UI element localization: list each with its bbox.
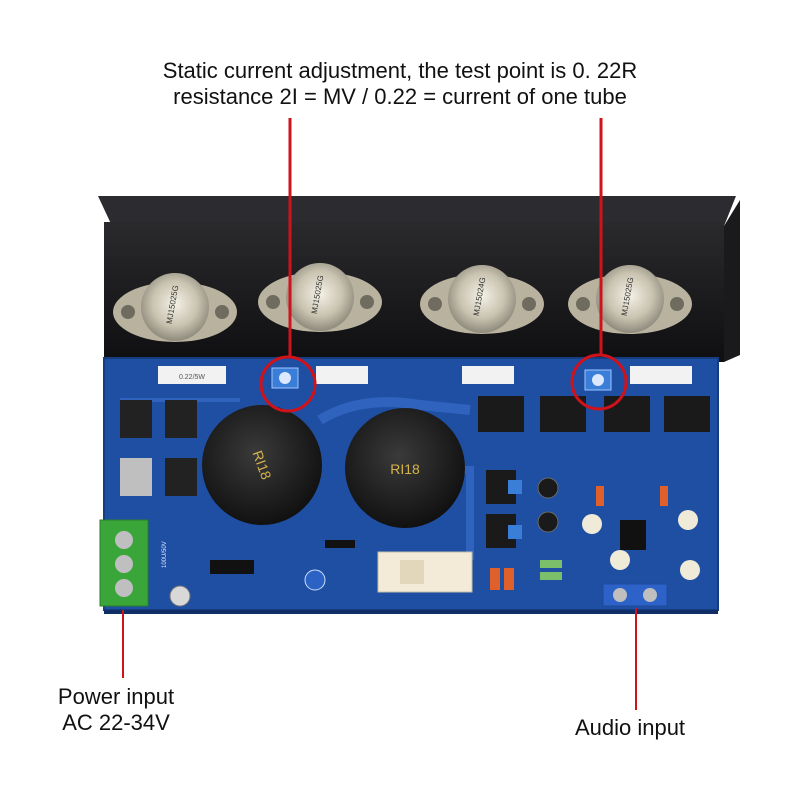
audio-terminal-block — [602, 583, 668, 607]
trimmer-potentiometer — [271, 367, 299, 389]
power-input-line1: Power input — [57, 684, 175, 709]
power-transistor: MJ15025G — [113, 273, 237, 342]
capacitor-marking: RI18 — [390, 461, 420, 477]
callout-static-current — [259, 118, 628, 413]
power-input-line2: AC 22-34V — [62, 710, 170, 735]
static-current-annotation: Static current adjustment, the test poin… — [0, 58, 800, 110]
static-current-line2: resistance 2I = MV / 0.22 = current of o… — [173, 84, 627, 109]
static-current-line1: Static current adjustment, the test poin… — [162, 58, 638, 83]
power-terminal-block — [99, 519, 149, 607]
power-transistor: MJ15024G — [420, 265, 544, 334]
protection-relay — [377, 551, 473, 593]
emitter-resistor: 0.22/5W — [158, 366, 226, 384]
small-components: 100U/50V — [162, 477, 700, 607]
power-transistor: MJ15025G — [568, 265, 692, 334]
emitter-resistor — [462, 366, 514, 384]
emitter-resistor — [630, 366, 692, 384]
power-input-annotation: Power input AC 22-34V — [18, 684, 214, 736]
filter-capacitor: RI18 — [202, 405, 322, 525]
driver-transistors — [120, 396, 710, 548]
resistor-marking: 0.22/5W — [179, 374, 205, 381]
filter-capacitor: RI18 — [345, 408, 465, 528]
audio-input-annotation: Audio input — [574, 715, 686, 740]
trimmer-potentiometer — [584, 369, 612, 391]
cap-marking: 100U/50V — [162, 541, 168, 568]
emitter-resistor — [316, 366, 368, 384]
